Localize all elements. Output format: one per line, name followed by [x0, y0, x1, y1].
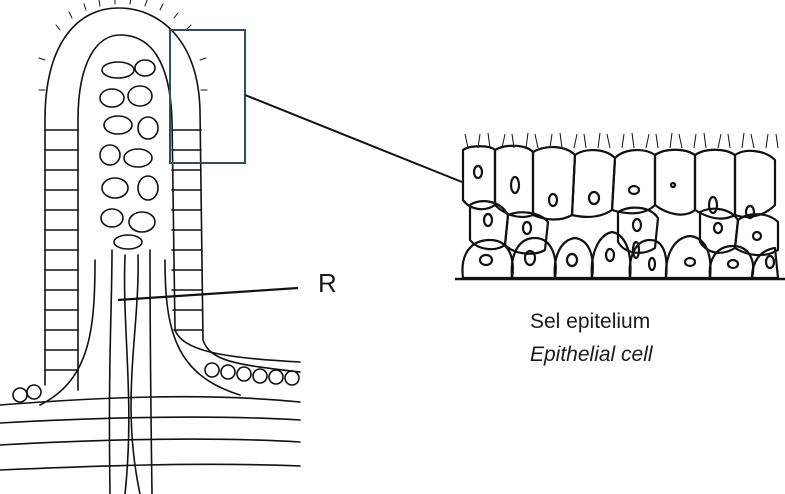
capillary	[40, 260, 95, 405]
lacteal	[109, 250, 112, 494]
lacteal	[150, 250, 152, 494]
villus-drawing	[0, 0, 300, 494]
pointer-line-r	[118, 288, 298, 300]
villus-microvilli	[39, 0, 207, 90]
submucosa-line	[0, 417, 300, 423]
villus-epithelium-left	[45, 130, 78, 370]
capillary	[131, 255, 140, 494]
capillary-network	[100, 60, 158, 249]
submucosa-line	[0, 397, 300, 405]
caption-english-text: Epithelial cell	[530, 343, 653, 367]
zoom-connector-line	[245, 95, 462, 182]
label-r: R	[318, 268, 337, 299]
submucosa-line	[0, 439, 300, 445]
zoom-box	[170, 30, 245, 163]
caption-malay-text: Sel epitelium	[530, 310, 650, 334]
epithelial-cells-enlarged	[455, 133, 785, 279]
submucosa-line	[0, 464, 300, 470]
villus-epithelium-right	[172, 130, 203, 330]
capillary	[125, 255, 129, 494]
